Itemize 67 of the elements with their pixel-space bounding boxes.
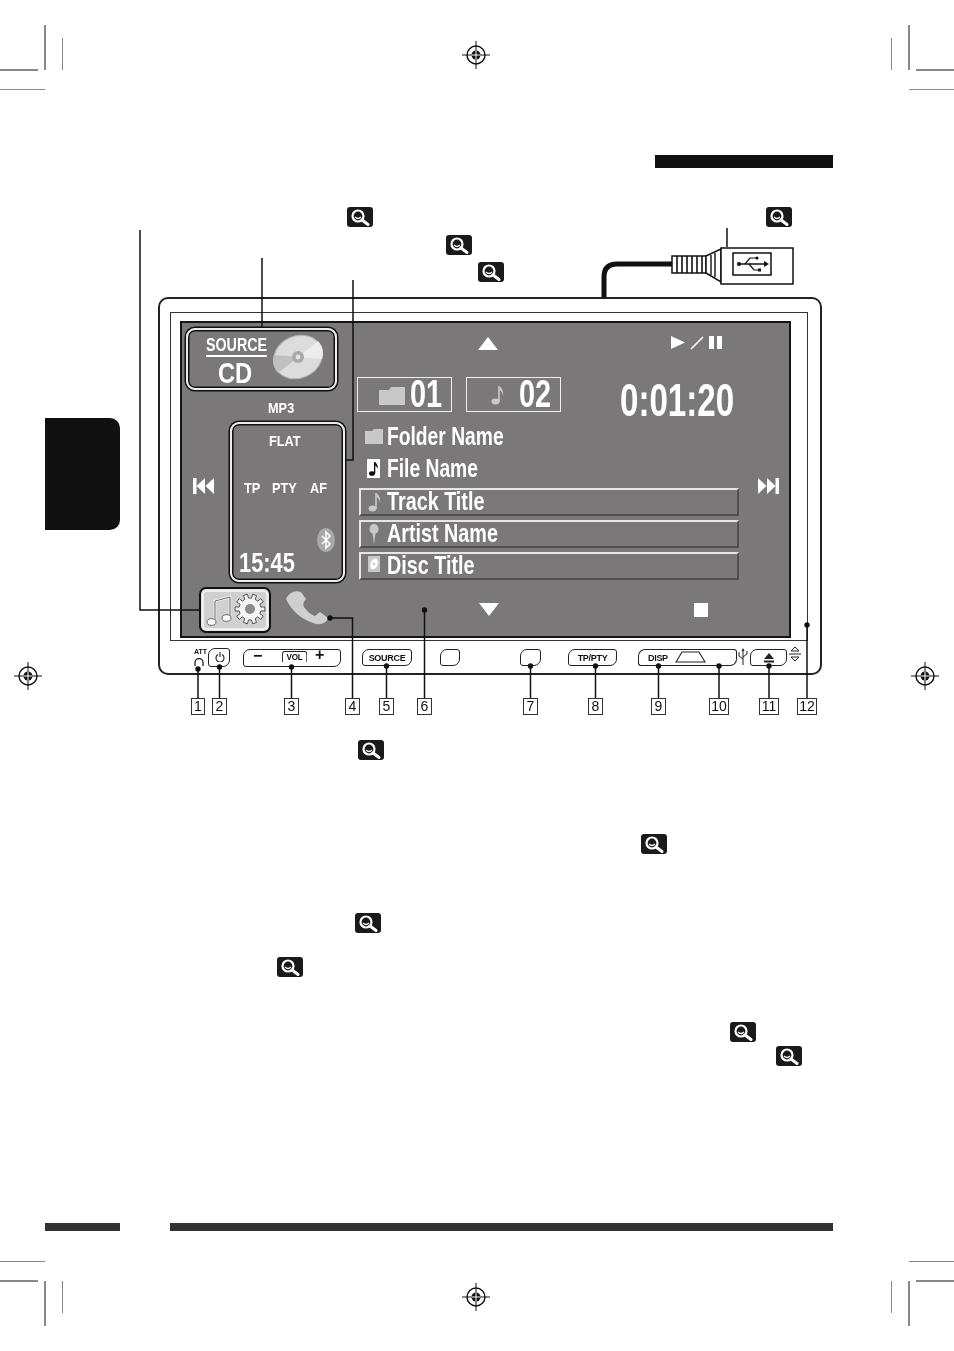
source-heading: SOURCE [206, 335, 267, 357]
source-display-box [186, 328, 337, 390]
callout-number: 11 [759, 698, 779, 715]
callout-number: 6 [417, 698, 432, 715]
folder-number-box [357, 377, 452, 412]
callout-number: 2 [212, 698, 227, 715]
sound-mode-label: FLAT [269, 433, 301, 448]
leader-line [327, 615, 354, 699]
track-title-row [359, 488, 739, 516]
file-name-text: File Name [387, 456, 478, 481]
clock-readout: 15:45 [239, 550, 295, 577]
leader-line [716, 663, 722, 699]
folder-name-text: Folder Name [387, 424, 504, 449]
elapsed-time: 0:01:20 [620, 377, 735, 423]
indicator-label: TP [244, 480, 261, 495]
callout-number: 5 [379, 698, 394, 715]
leader-line [383, 663, 390, 699]
vol-label: VOL [282, 651, 307, 662]
eject-button [750, 649, 787, 666]
leader-line [216, 664, 223, 699]
section-tab [45, 418, 120, 530]
number-readout: 01 [410, 375, 443, 413]
callout-number: 12 [797, 698, 817, 715]
track-title-text: Track Title [387, 488, 485, 514]
leader-line [766, 663, 772, 699]
track-number-box [466, 377, 561, 412]
leader-line [421, 607, 428, 699]
callout-number: 3 [284, 698, 299, 715]
format-label: MP3 [268, 400, 295, 415]
minus-sign: − [253, 648, 263, 664]
volume-button [243, 649, 341, 667]
source-button: SOURCE [362, 649, 412, 666]
phone-handset-icon [283, 588, 330, 625]
music-gear-icon [199, 587, 271, 633]
leader-line [655, 663, 662, 699]
indicator-label: AF [310, 480, 327, 495]
callout-number: 10 [709, 698, 729, 715]
callout-number: 1 [191, 698, 205, 715]
leader-line [288, 664, 295, 699]
tp-pty-button: TP/PTY [568, 649, 617, 666]
disc-title-text: Disc Title [387, 552, 475, 578]
source-name: CD [218, 358, 253, 388]
leader-line [726, 227, 728, 248]
leader-line [195, 666, 201, 699]
power-button [208, 648, 230, 667]
disc-title-row [359, 552, 739, 580]
status-display-box [230, 422, 345, 582]
blank-button [520, 649, 541, 666]
number-readout: 02 [519, 375, 552, 413]
leader-line [592, 663, 599, 699]
leader-line [527, 663, 534, 699]
callout-number: 8 [588, 698, 603, 715]
artist-name-row [359, 520, 739, 548]
callout-number: 7 [523, 698, 538, 715]
leader-line [261, 257, 263, 329]
leader-line [139, 229, 200, 611]
button-segment [690, 649, 737, 666]
callout-number: 9 [651, 698, 666, 715]
artist-name-text: Artist Name [387, 520, 498, 546]
disp-button: DISP [638, 649, 690, 666]
blank-button [440, 649, 460, 666]
leader-line [344, 279, 354, 461]
indicator-label: PTY [272, 480, 297, 495]
leader-line [804, 622, 810, 699]
callout-number: 4 [345, 698, 360, 715]
plus-sign: + [315, 647, 325, 663]
monitor-panel [158, 297, 822, 675]
